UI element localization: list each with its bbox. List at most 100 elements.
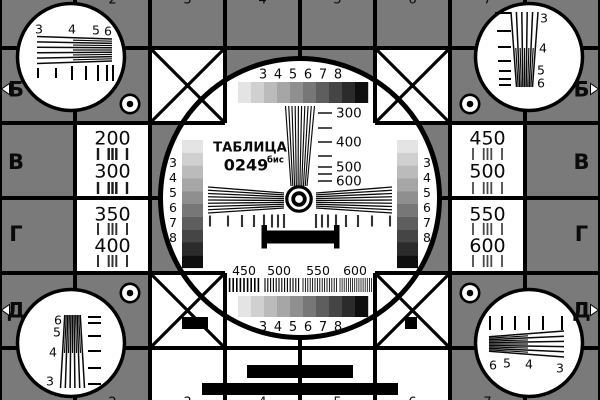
grayscale-step-right [397,191,418,205]
fan-line-br [488,350,565,358]
convergence-target-dot [126,100,134,108]
card-number: 0249 [224,156,269,175]
grayscale-step-top [303,82,317,103]
corner-wedge-label: 5 [503,356,511,371]
fan-line-tr [519,47,522,88]
horizontal-wedge-line [315,196,393,200]
left-panel-number: 400 [94,235,130,257]
corner-wedge-label: 3 [540,11,548,26]
grayscale-step-right [397,255,418,269]
grayscale-step-bottom [355,296,369,317]
marker-diagonal [373,271,452,350]
center-target [285,185,313,213]
row-letter-left: Г [9,222,22,246]
grayscale-label-right: 6 [423,200,431,215]
horizontal-wedge-line [207,207,285,214]
grayscale-step-right [397,165,418,179]
grayscale-step-left [182,165,203,179]
grayscale-label-top: 8 [334,68,342,83]
grayscale-label-left: 5 [169,185,177,200]
grayscale-label-right: 5 [423,185,431,200]
horizontal-wedge-line [207,192,285,198]
fan-line-tl [36,55,113,59]
grayscale-label-bottom: 6 [304,320,312,335]
grayscale-label-bottom: 5 [289,320,297,335]
fan-line-bl [79,314,86,389]
resolution-label: 300 [336,106,362,122]
card-title: ТАБЛИЦА [213,141,287,156]
grayscale-label-left: 4 [169,170,177,185]
burst-label: 550 [306,263,330,278]
corner-wedge-label: 6 [489,358,497,373]
fan-line-tl [72,58,113,61]
horizontal-wedge-line [207,189,285,196]
horizontal-wedge-line [315,186,393,194]
edge-arrow-left [0,82,10,96]
grayscale-label-bottom: 7 [319,320,327,335]
vertical-wedge-line [306,105,316,187]
burst-label: 600 [343,263,367,278]
grayscale-step-left [182,152,203,166]
corner-wedge-label: 5 [53,325,61,340]
vertical-wedge-line [284,105,292,187]
corner-wedge-label: 5 [537,63,545,78]
row-letter-right: Д [572,299,591,323]
grayscale-step-top [316,82,330,103]
grayscale-step-right [397,216,418,230]
right-panel-number: 550 [469,204,505,226]
center-target-inner [291,191,307,207]
corner-wedge-label: 5 [92,23,100,38]
grayscale-label-left: 8 [169,230,177,245]
fan-line-bl [73,314,76,389]
convergence-target-dot [466,100,474,108]
corner-wedge-label: 4 [68,22,76,37]
vertical-wedge-line [299,105,303,187]
horizontal-wedge-line [207,196,285,200]
grayscale-label-right: 3 [423,155,431,170]
fan-line-br [488,339,529,342]
bottom-edge-digit: 2 [108,396,116,400]
grayscale-step-top [290,82,304,103]
corner-wedge-label: 6 [54,313,62,328]
grayscale-label-right: 4 [423,170,431,185]
fan-line-bl [67,314,70,353]
grayscale-label-top: 6 [304,68,312,83]
fan-line-tr [510,11,518,88]
vertical-wedge-line [304,105,312,187]
bottom-edge-digit: 4 [258,396,266,400]
fan-line-br [488,335,529,339]
grayscale-step-left [182,242,203,256]
bottom-edge-digit: 3 [183,396,191,400]
vertical-wedge-line [288,105,294,187]
row-letter-left: Б [8,78,24,102]
fan-line-tl [36,60,113,65]
horizontal-wedge-line [315,189,393,196]
grayscale-label-right: 8 [423,230,431,245]
burst-label: 500 [267,263,291,278]
grayscale-step-left [182,255,203,269]
horizontal-wedge-line [207,205,285,211]
grayscale-label-bottom: 8 [334,320,342,335]
fan-line-tl [36,35,113,40]
grayscale-step-bottom [290,296,304,317]
fan-line-br [488,344,565,348]
fan-line-tr [527,47,530,88]
fan-line-br [488,335,565,341]
resolution-label: 500 [336,160,362,176]
corner-wedge-label: 3 [46,374,54,389]
grayscale-step-top [277,82,291,103]
horizontal-wedge-line [207,186,285,194]
fan-line-tl [36,46,113,49]
fan-line-tr [521,11,524,88]
marker-diagonal [373,46,452,125]
grayscale-label-right: 7 [423,215,431,230]
bottom-edge-digit: 7 [483,396,491,400]
top-edge-digit: 2 [108,0,116,8]
fan-line-bl [76,314,81,389]
grayscale-step-bottom [238,296,252,317]
edge-arrow-left [0,303,10,317]
fan-line-tr [531,11,539,88]
right-panel-number: 450 [469,128,505,150]
grayscale-step-top [238,82,252,103]
